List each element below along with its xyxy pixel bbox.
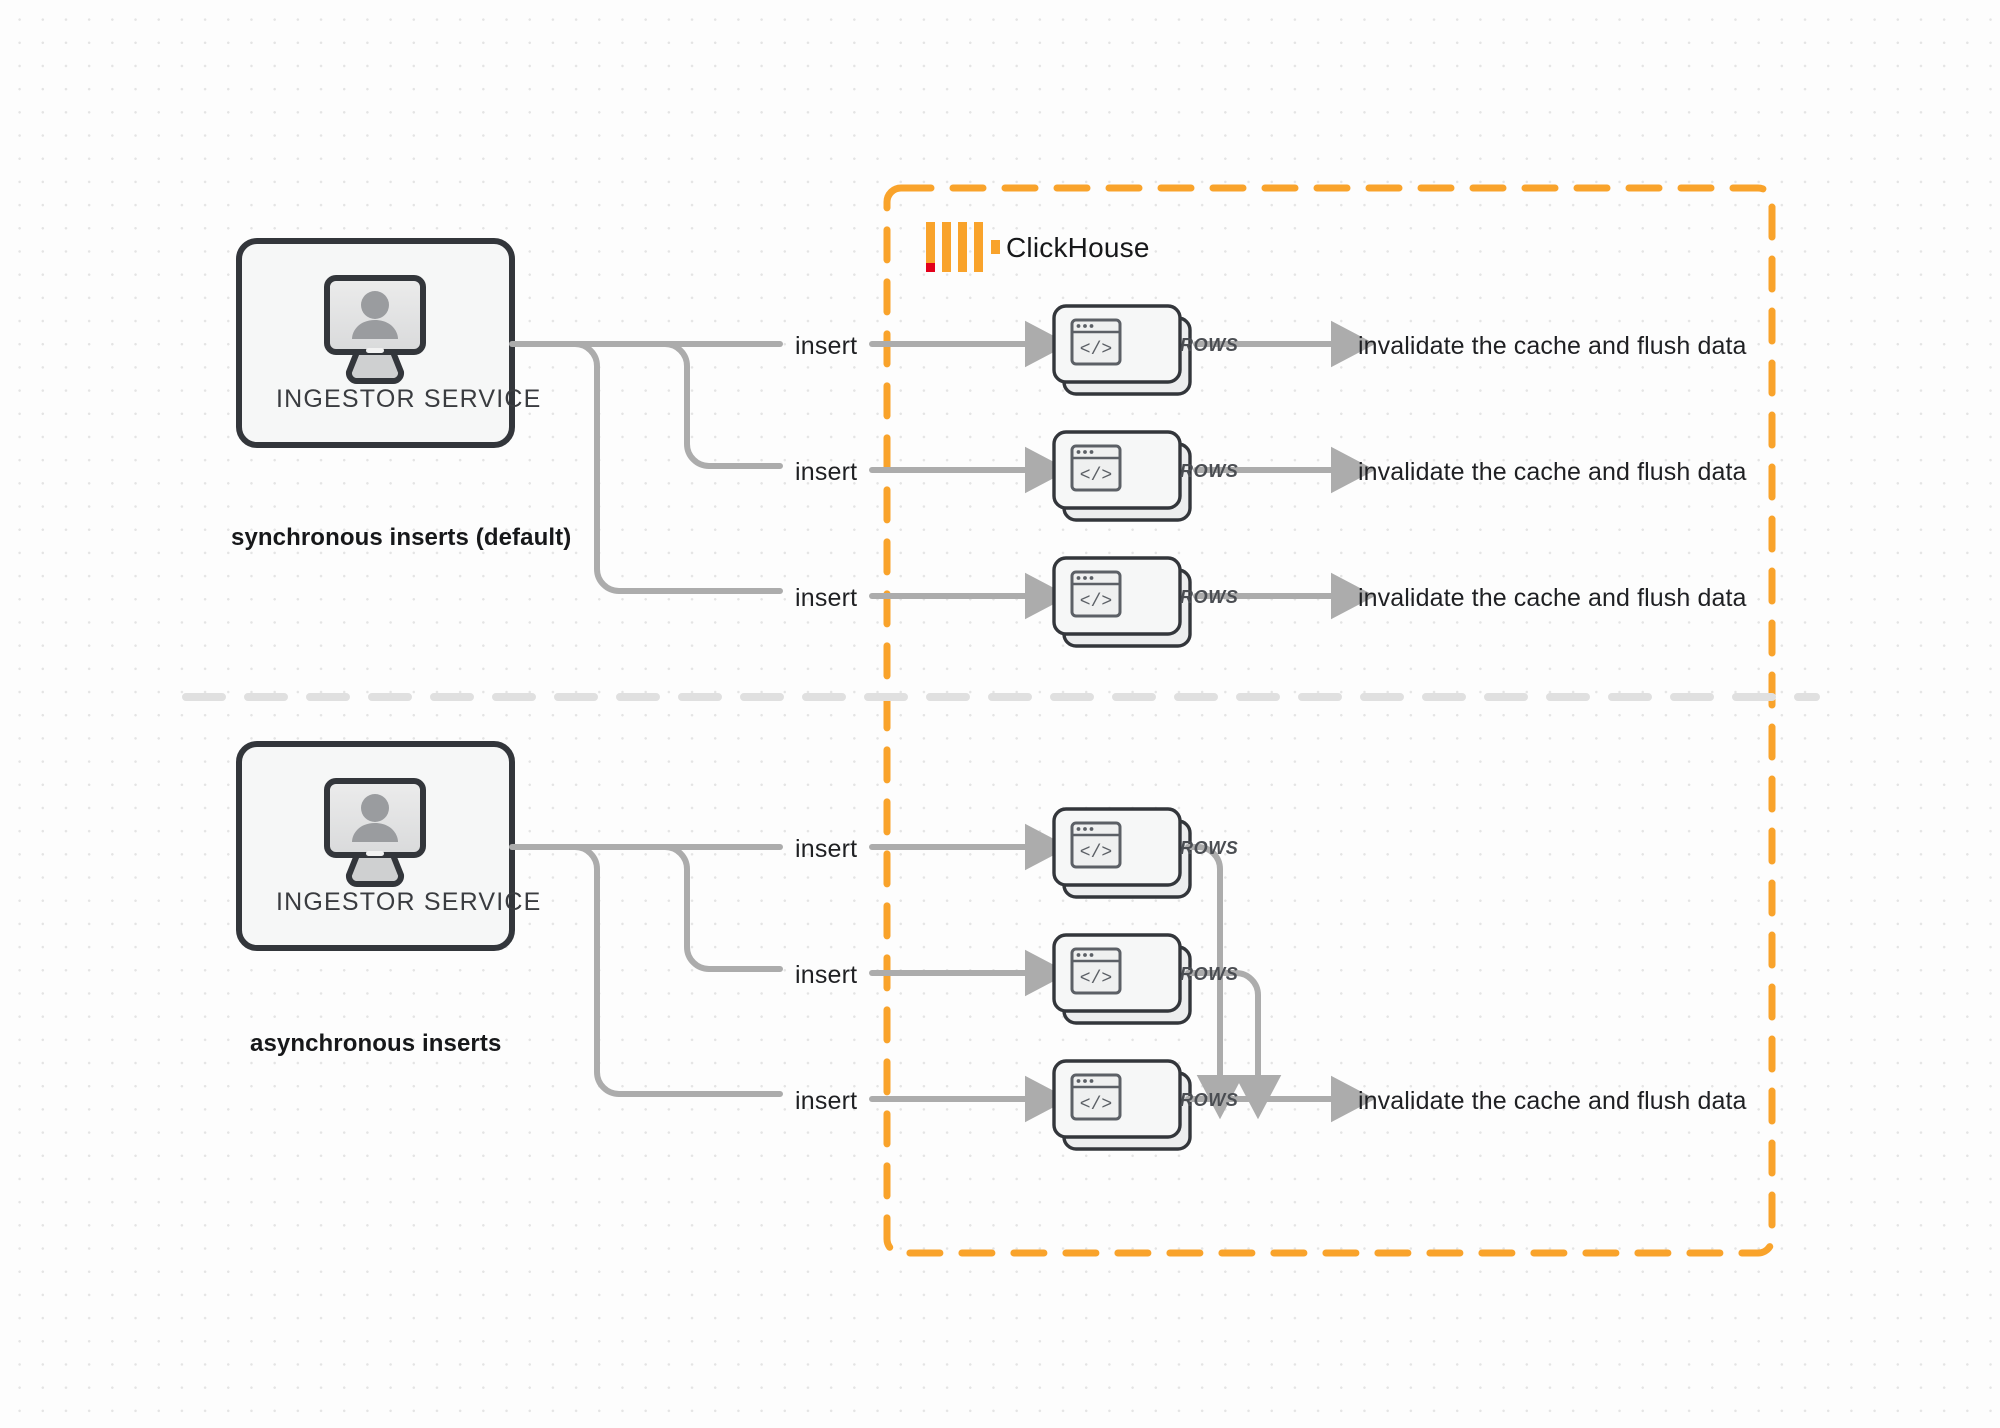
- insert-label-async-1: insert: [795, 835, 858, 863]
- rows-node-async-1[interactable]: [1052, 807, 1192, 899]
- rows-node-sync-1[interactable]: [1052, 304, 1192, 396]
- edges-async: [509, 844, 783, 1097]
- rows-label-sync-2: ROWS: [1180, 461, 1239, 481]
- ingestor-service-box-sync[interactable]: [236, 238, 515, 448]
- merge-edges-async: [1185, 844, 1376, 1123]
- rows-node-async-3[interactable]: [1052, 1059, 1192, 1151]
- rows-label-sync-1: ROWS: [1180, 335, 1239, 355]
- rows-node-sync-2[interactable]: [1052, 430, 1192, 522]
- flush-label-async: invalidate the cache and flush data: [1358, 1087, 1747, 1115]
- rows-label-async-3: ROWS: [1180, 1090, 1239, 1110]
- insert-label-async-2: insert: [795, 961, 858, 989]
- clickhouse-brand-label: ClickHouse: [1006, 232, 1150, 263]
- rows-node-sync-3[interactable]: [1052, 556, 1192, 648]
- insert-arrows-async: [869, 823, 1070, 1123]
- ingestor-service-box-async[interactable]: [236, 741, 515, 951]
- rows-label-sync-3: ROWS: [1180, 587, 1239, 607]
- ingestor-service-label-sync: INGESTOR SERVICE: [276, 385, 542, 413]
- insert-label-sync-3: insert: [795, 584, 858, 612]
- edges-sync: [509, 341, 783, 594]
- insert-arrows-sync: [869, 320, 1070, 620]
- section-caption-sync: synchronous inserts (default): [231, 524, 572, 551]
- flush-label-sync-1: invalidate the cache and flush data: [1358, 332, 1747, 360]
- flush-label-sync-2: invalidate the cache and flush data: [1358, 458, 1747, 486]
- insert-label-async-3: insert: [795, 1087, 858, 1115]
- insert-label-sync-2: insert: [795, 458, 858, 486]
- rows-label-async-1: ROWS: [1180, 838, 1239, 858]
- flush-label-sync-3: invalidate the cache and flush data: [1358, 584, 1747, 612]
- rows-node-async-2[interactable]: [1052, 933, 1192, 1025]
- section-caption-async: asynchronous inserts: [250, 1030, 502, 1057]
- insert-label-sync-1: insert: [795, 332, 858, 360]
- clickhouse-logo: [926, 222, 1000, 272]
- clickhouse-boundary-rect: [883, 184, 1776, 1257]
- ingestor-service-label-async: INGESTOR SERVICE: [276, 888, 542, 916]
- rows-label-async-2: ROWS: [1180, 964, 1239, 984]
- flush-arrows-sync: [1193, 320, 1376, 620]
